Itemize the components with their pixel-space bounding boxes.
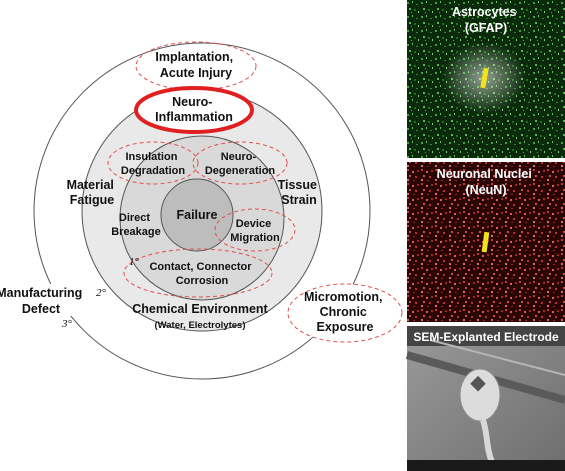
neuronal-nuclei-panel: Neuronal Nuclei (NeuN)	[407, 162, 565, 322]
implantation-label: Implantation, Acute Injury	[155, 50, 236, 80]
micromotion-label: Micromotion, Chronic Exposure	[304, 290, 386, 334]
sem-electrode-pad	[459, 368, 501, 422]
neuronal-electrode-marker	[481, 231, 490, 253]
failure-label: Failure	[177, 208, 218, 222]
contact-ellipse	[123, 248, 273, 298]
astrocytes-electrode-marker	[480, 67, 489, 89]
tertiary-marker: 3°	[61, 318, 73, 330]
manufacturing-label: Manufacturing Defect	[0, 286, 86, 316]
sem-panel: SEM-Explanted Electrode	[405, 326, 565, 471]
failure-mode-diagram: Implantation, Acute Injury Manufacturing…	[0, 41, 403, 380]
sem-info-bar	[407, 460, 565, 471]
implantation-ellipse	[135, 41, 257, 91]
insulation-label: Insulation Degradation	[121, 151, 185, 177]
neuroinflammation-label: Neuro- Inflammation	[155, 95, 233, 124]
sem-electrode-hole	[470, 375, 486, 392]
sem-title: SEM-Explanted Electrode	[413, 330, 559, 344]
chemical-environment-label: Chemical Environment	[132, 302, 268, 316]
material-fatigue-label: Material Fatigue	[67, 178, 118, 207]
sem-electrode-trace	[480, 419, 495, 464]
neurodegeneration-ellipse	[192, 141, 288, 185]
sem-substrate-edge-2	[429, 339, 565, 376]
astrocytes-panel: Astrocytes (GFAP)	[407, 0, 565, 158]
contact-label: Contact, Connector Corrosion	[149, 261, 254, 287]
manufacturing-label-bg	[0, 284, 82, 316]
secondary-marker: 2°	[96, 287, 107, 299]
device-migration-label: Device Migration	[230, 218, 280, 244]
sem-title-bar	[407, 326, 565, 346]
primary-marker: 1°	[129, 256, 140, 268]
astrocytes-title: Astrocytes (GFAP)	[452, 5, 520, 35]
insulation-ellipse	[107, 141, 199, 185]
chemical-environment-detail: (Water, Electrolytes)	[155, 320, 246, 331]
neuroinflammation-highlight	[134, 86, 254, 134]
direct-breakage-label: Direct Breakage	[111, 212, 161, 238]
neuronal-title: Neuronal Nuclei (NeuN)	[437, 167, 536, 197]
micromotion-ellipse	[287, 283, 403, 343]
tissue-strain-label: Tissue Strain	[278, 178, 321, 207]
device-migration-ellipse	[214, 208, 296, 252]
neurodegeneration-label: Neuro- Degeneration	[205, 151, 276, 177]
